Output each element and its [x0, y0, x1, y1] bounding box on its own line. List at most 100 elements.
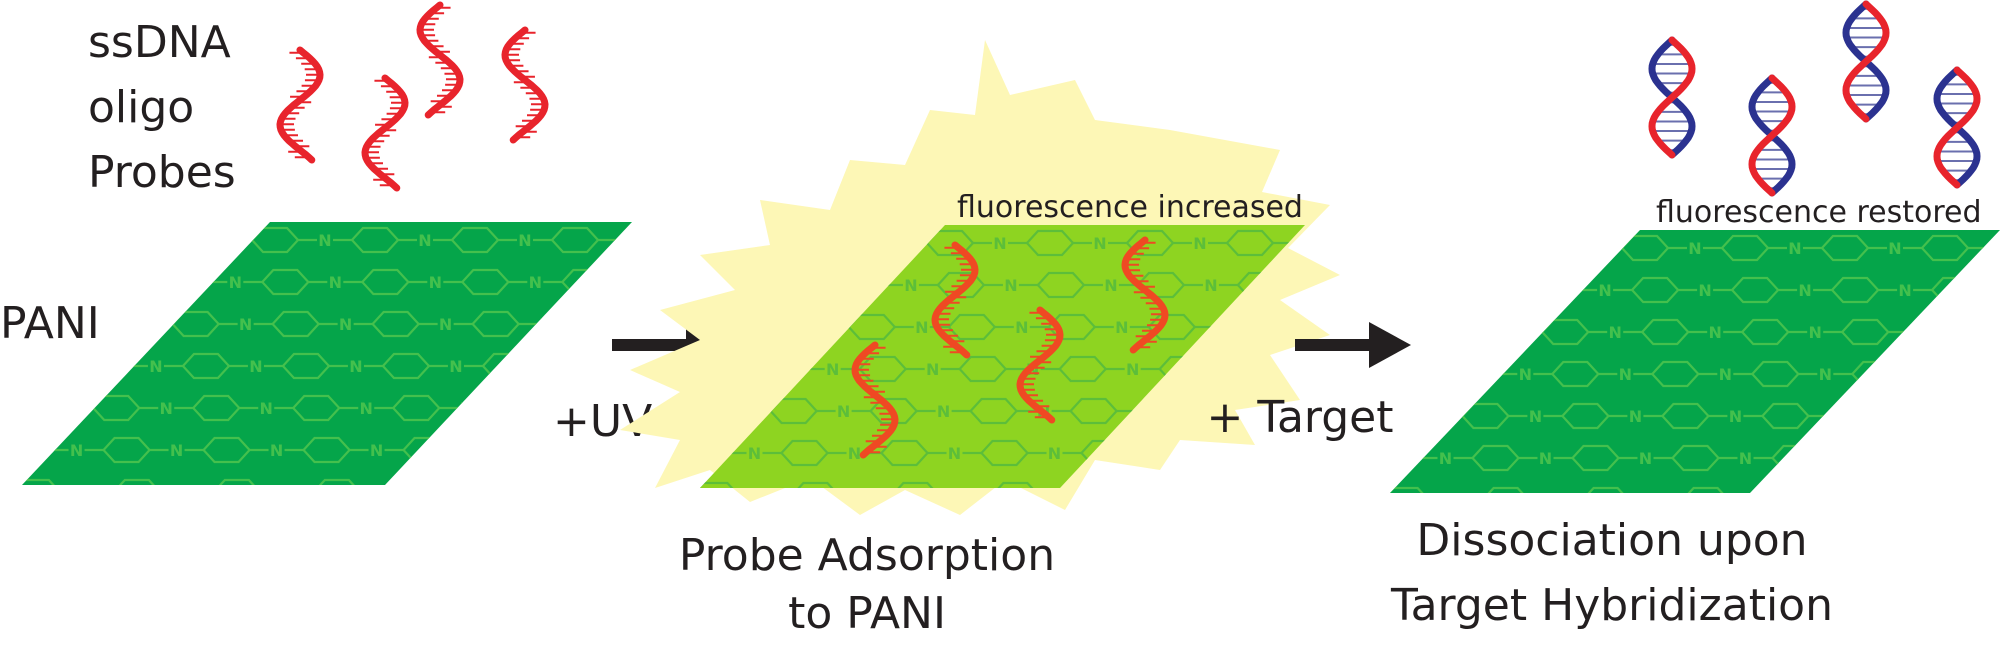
lattice-n-atom: N — [1909, 323, 1922, 342]
fluorescence-increased-label: fluorescence increased — [957, 190, 1303, 225]
lattice-n-atom: N — [1015, 318, 1028, 337]
benzene-ring — [1173, 446, 1219, 470]
benzene-ring — [412, 478, 462, 485]
benzene-ring — [1390, 444, 1420, 472]
lattice-n-atom: N — [1629, 407, 1642, 426]
lattice-n-atom: N — [1819, 365, 1832, 384]
lattice-n-atom: N — [837, 402, 850, 421]
benzene-ring — [1860, 402, 1910, 430]
lattice-n-atom: N — [1788, 239, 1801, 258]
lattice-n-atom: N — [318, 231, 331, 250]
lattice-n-atom: N — [1437, 402, 1450, 421]
lattice-n-atom: N — [1539, 449, 1552, 468]
dissociation-caption-line-2: Target Hybridization — [1390, 580, 1833, 631]
lattice-n-atom: N — [239, 315, 252, 334]
lattice-n-atom: N — [1988, 239, 2000, 258]
lattice-n-atom: N — [759, 486, 772, 505]
benzene-ring — [1430, 276, 1480, 304]
lattice-n-atom: N — [329, 273, 342, 292]
lattice-n-atom: N — [1319, 365, 1332, 384]
lattice-n-atom: N — [1688, 239, 1701, 258]
benzene-ring — [50, 226, 100, 254]
lattice-n-atom: N — [160, 399, 173, 418]
benzene-ring — [1427, 231, 1473, 255]
lattice-n-atom: N — [1359, 486, 1372, 505]
benzene-ring — [1332, 278, 1378, 302]
probe-backbone — [851, 341, 899, 459]
lattice-n-atom: N — [1349, 491, 1362, 510]
lattice-n-atom: N — [1619, 365, 1632, 384]
lattice-n-atom: N — [1388, 239, 1401, 258]
lattice-n-atom: N — [1488, 239, 1501, 258]
benzene-ring — [392, 483, 438, 507]
lattice-n-atom: N — [470, 441, 483, 460]
lattice-n-atom: N — [904, 276, 917, 295]
benzene-ring — [1520, 234, 1570, 262]
probe-strand — [1648, 36, 1696, 159]
lattice-n-atom: N — [49, 357, 62, 376]
lattice-n-atom: N — [1809, 323, 1822, 342]
benzene-ring — [1871, 444, 1920, 472]
benzene-ring — [22, 394, 41, 422]
benzene-ring — [1438, 273, 1484, 297]
benzene-ring — [627, 231, 673, 255]
lattice-n-atom: N — [1439, 449, 1452, 468]
dsdna-duplex-icon — [1842, 0, 1890, 123]
pani-label: PANI — [0, 298, 100, 349]
adsorbed-probes — [851, 236, 1169, 459]
lattice-n-atom: N — [29, 273, 42, 292]
lattice-n-atom: N — [70, 441, 83, 460]
ssdna-probe-icon — [931, 241, 979, 359]
benzene-ring — [1090, 481, 1140, 488]
lattice-n-atom: N — [537, 402, 550, 421]
lattice-n-atom: N — [1798, 281, 1811, 300]
dsdna-duplexes — [1648, 0, 1981, 197]
benzene-ring — [492, 483, 538, 507]
target-label: + Target — [1207, 392, 1394, 443]
lattice-n-atom: N — [1339, 449, 1352, 468]
benzene-ring — [471, 399, 517, 423]
lattice-n-atom: N — [80, 483, 93, 502]
lattice-n-atom: N — [339, 315, 352, 334]
dsdna-duplex-icon — [1933, 66, 1981, 189]
lattice-n-atom: N — [1415, 318, 1428, 337]
probe-backbone — [416, 1, 464, 119]
lattice-n-atom: N — [229, 273, 242, 292]
lattice-n-atom: N — [680, 483, 693, 502]
lattice-n-atom: N — [449, 357, 462, 376]
benzene-ring — [1460, 357, 1506, 381]
dsdna-duplex-icon — [1748, 74, 1796, 197]
lattice-n-atom: N — [826, 360, 839, 379]
lattice-n-atom: N — [1749, 491, 1762, 510]
lattice-n-atom: N — [529, 273, 542, 292]
benzene-ring — [60, 268, 110, 296]
lattice-n-atom: N — [1939, 449, 1952, 468]
lattice-n-atom: N — [1529, 407, 1542, 426]
lattice-n-atom: N — [1898, 281, 1911, 300]
benzene-ring — [502, 436, 552, 464]
benzene-ring — [1981, 486, 2000, 493]
lattice-n-atom: N — [1493, 234, 1506, 253]
lattice-n-atom: N — [270, 441, 283, 460]
lattice-n-atom: N — [480, 483, 493, 502]
probe-strand — [1842, 0, 1890, 123]
lattice-n-atom: N — [1593, 234, 1606, 253]
lattice-n-atom: N — [260, 399, 273, 418]
lattice-n-atom: N — [1449, 491, 1462, 510]
ssdna-probe-icon — [1016, 306, 1064, 424]
probe-label: ssDNA oligo Probes — [88, 17, 236, 198]
lattice-n-atom: N — [959, 486, 972, 505]
adsorption-caption-line-2: to PANI — [788, 588, 946, 639]
lattice-n-atom: N — [580, 483, 593, 502]
lattice-n-atom: N — [418, 231, 431, 250]
benzene-ring — [1322, 236, 1368, 260]
lattice-n-atom: N — [1193, 234, 1206, 253]
ssdna-probe-icon — [361, 74, 409, 192]
benzene-ring — [592, 483, 638, 507]
benzene-ring — [81, 352, 131, 380]
benzene-ring — [1360, 357, 1406, 381]
lattice-n-atom: N — [1429, 407, 1442, 426]
benzene-ring — [612, 478, 632, 485]
